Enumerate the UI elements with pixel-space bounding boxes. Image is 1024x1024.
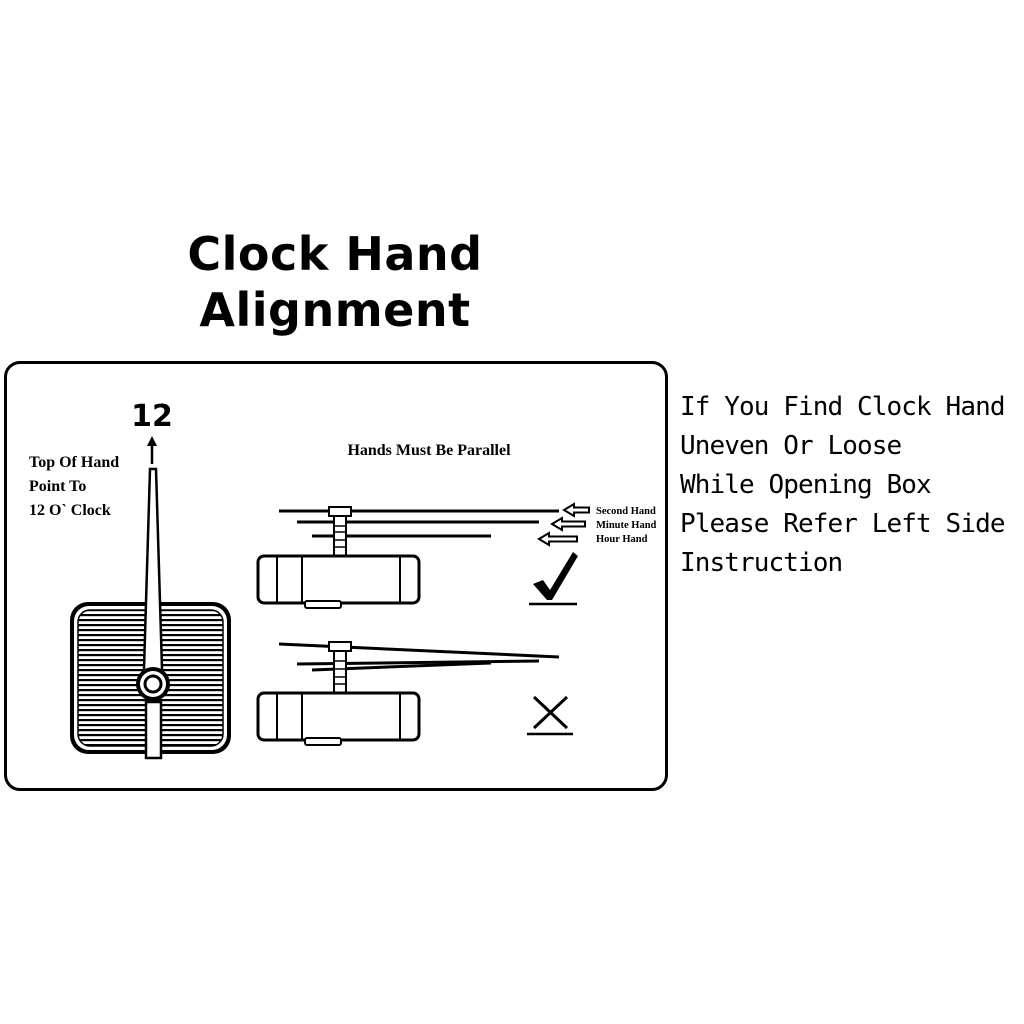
up-arrow-icon bbox=[147, 436, 157, 464]
clock-movement-front bbox=[70, 467, 231, 760]
cross-mark-icon bbox=[527, 695, 573, 736]
minute-hand-label: Minute Hand bbox=[596, 520, 657, 531]
page-title: Clock Hand Alignment bbox=[100, 226, 570, 338]
second-hand-label: Second Hand bbox=[596, 506, 656, 517]
top-label-line-3: 12 O` Clock bbox=[29, 502, 111, 519]
note-line-3: While Opening Box bbox=[680, 470, 932, 500]
top-label-line-2: Point To bbox=[29, 478, 86, 495]
alignment-diagram: 12 Top Of Hand Point To 12 O` Clock Hand… bbox=[29, 399, 657, 760]
top-label-line-1: Top Of Hand bbox=[29, 454, 119, 471]
instruction-panel: 12 Top Of Hand Point To 12 O` Clock Hand… bbox=[4, 361, 668, 791]
incorrect-assembly bbox=[256, 641, 560, 746]
title-line-1: Clock Hand bbox=[187, 227, 483, 281]
arrow-left-icon bbox=[562, 502, 590, 518]
note-line-4: Please Refer Left Side bbox=[680, 509, 1005, 539]
top-of-hand-label: Top Of Hand Point To 12 O` Clock bbox=[29, 454, 123, 519]
minute-hand bbox=[142, 467, 164, 684]
note-line-1: If You Find Clock Hand bbox=[680, 392, 1005, 422]
check-mark-icon bbox=[529, 552, 578, 606]
hour-hand-label: Hour Hand bbox=[596, 534, 648, 545]
arrow-left-icon bbox=[537, 531, 578, 547]
instruction-note: If You Find Clock Hand Uneven Or Loose W… bbox=[680, 388, 1024, 583]
note-line-2: Uneven Or Loose bbox=[680, 431, 902, 461]
parallel-heading: Hands Must Be Parallel bbox=[347, 442, 511, 459]
twelve-oclock-label: 12 bbox=[131, 399, 173, 434]
correct-assembly bbox=[256, 506, 559, 609]
title-line-2: Alignment bbox=[199, 283, 471, 337]
note-line-5: Instruction bbox=[680, 548, 843, 578]
arrow-left-icon bbox=[550, 516, 586, 532]
